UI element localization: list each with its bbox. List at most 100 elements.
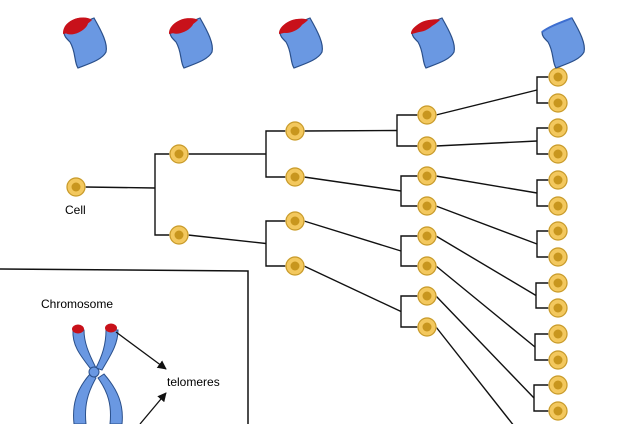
chromatid-stage-2 <box>168 17 213 69</box>
cell-nucleus <box>553 252 563 262</box>
cell-gen4 <box>548 221 568 241</box>
division-line <box>435 175 538 194</box>
cell-nucleus <box>422 322 432 332</box>
cell-nucleus <box>71 182 81 192</box>
chromosome-left-upper-arm <box>72 329 97 369</box>
cell-nucleus <box>553 329 563 339</box>
chromatid-stage-1 <box>62 17 107 69</box>
division-line <box>303 265 402 313</box>
cell-gen2 <box>285 256 305 276</box>
division-bracket <box>534 333 549 361</box>
cell-gen4 <box>548 93 568 113</box>
cell-nucleus <box>174 149 184 159</box>
cell-gen4 <box>548 273 568 293</box>
division-lines <box>84 76 549 424</box>
cell-gen2 <box>285 211 305 231</box>
cell-nucleus <box>553 226 563 236</box>
cell-nucleus <box>553 72 563 82</box>
division-line <box>303 176 402 192</box>
chromosome-right-lower-arm <box>97 373 123 424</box>
cell-nucleus <box>553 303 563 313</box>
cell-nucleus <box>174 230 184 240</box>
cell-nucleus <box>422 171 432 181</box>
cell-gen3 <box>417 286 437 306</box>
cell-nucleus <box>422 291 432 301</box>
cell-gen3 <box>417 196 437 216</box>
division-bracket <box>536 76 549 104</box>
chromatid-body <box>541 17 585 69</box>
division-line <box>435 140 538 147</box>
telomere-cap-fill <box>170 18 194 34</box>
centromere <box>88 366 100 378</box>
cell-nucleus <box>422 110 432 120</box>
division-line <box>435 326 514 424</box>
cell-gen4 <box>548 67 568 87</box>
chromosome-icon <box>72 323 123 424</box>
telomere-cap-fill <box>413 19 435 33</box>
cell-nucleus <box>422 141 432 151</box>
cell-nucleus <box>553 123 563 133</box>
telomere-cap-fill <box>63 17 89 35</box>
cell-gen4 <box>548 350 568 370</box>
cell-nucleus <box>553 149 563 159</box>
division-bracket <box>400 175 418 207</box>
division-bracket <box>396 114 418 147</box>
chromosome-label: Chromosome <box>41 297 113 311</box>
cell-nucleus <box>553 355 563 365</box>
telomere-arrow-top <box>115 331 167 370</box>
cell-gen3 <box>417 256 437 276</box>
cell-gen4 <box>548 196 568 216</box>
cell-gen3 <box>417 166 437 186</box>
chromosome-right-upper-arm <box>95 329 119 371</box>
cell-nucleus <box>290 126 300 136</box>
division-line <box>303 129 398 132</box>
cell-nucleus <box>553 278 563 288</box>
cell-nucleus <box>553 380 563 390</box>
telomeres-label: telomeres <box>167 375 220 389</box>
cell-nucleus <box>290 216 300 226</box>
division-bracket <box>536 230 549 258</box>
cell-nucleus <box>290 172 300 182</box>
cell-nucleus <box>422 261 432 271</box>
cell-gen4 <box>548 324 568 344</box>
division-bracket <box>533 384 549 412</box>
telomere-arrow-bottom <box>139 392 167 424</box>
cell-nucleus <box>553 201 563 211</box>
cell-nucleus <box>422 231 432 241</box>
cell-gen3 <box>417 317 437 337</box>
division-line <box>435 89 538 116</box>
division-bracket <box>400 295 418 328</box>
division-line <box>84 186 156 189</box>
cell-label: Cell <box>65 203 86 217</box>
division-line <box>435 235 537 297</box>
division-line <box>435 205 538 245</box>
division-bracket <box>536 179 549 207</box>
cell-gen0 <box>66 177 86 197</box>
telomere-left <box>72 324 84 334</box>
chromatid-stage-5 <box>541 17 585 69</box>
cell-gen4 <box>548 144 568 164</box>
cell-gen4 <box>548 118 568 138</box>
inset-box <box>0 268 249 424</box>
cell-gen3 <box>417 105 437 125</box>
cell-gen4 <box>548 375 568 395</box>
chromatid-stage-3 <box>278 17 323 69</box>
cell-gen4 <box>548 247 568 267</box>
division-bracket <box>536 127 549 155</box>
division-bracket <box>535 282 549 309</box>
cell-nucleus <box>553 98 563 108</box>
telomere-cap-fill <box>281 18 303 34</box>
cell-gen4 <box>548 298 568 318</box>
cell-gen2 <box>285 167 305 187</box>
cell-gen3 <box>417 136 437 156</box>
division-line <box>435 265 536 348</box>
chromosome-left-lower-arm <box>73 373 97 424</box>
division-bracket <box>265 130 286 178</box>
chromatid-stage-4 <box>410 17 455 69</box>
cell-gen1 <box>169 225 189 245</box>
chromatid-end <box>541 17 573 33</box>
cell-gen2 <box>285 121 305 141</box>
cell-gen1 <box>169 144 189 164</box>
cell-gen4 <box>548 401 568 421</box>
